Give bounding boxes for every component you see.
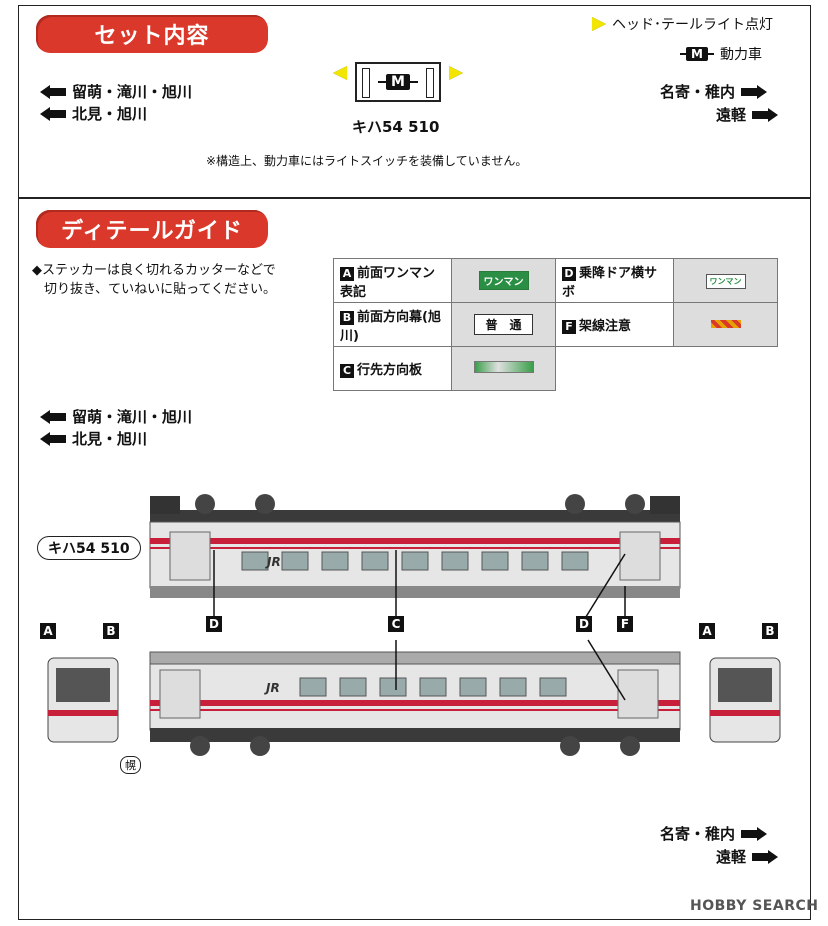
arrow-right-icon [752,107,779,122]
set-note: ※構造上、動力車にはライトスイッチを装備していません。 [206,154,528,168]
detail-guide-title: ディテールガイド [36,210,268,248]
guide-car-name: キハ54 510 [37,536,141,560]
light-triangle-icon [449,66,463,80]
legend-light-label: ヘッド･テールライト点灯 [612,17,773,33]
sticker-a-text: ワンマン [478,271,529,290]
motor-icon-letter: M [686,47,708,61]
sticker-b-text: 普 通 [474,314,533,335]
key-badge: B [340,310,354,325]
light-triangle-icon [333,66,347,80]
guide-dest-right-1: 名寄・稚内 [660,823,768,844]
dest-label: 名寄・稚内 [660,83,736,101]
set-contents-title: セット内容 [36,15,268,53]
caution-sticker [710,320,741,328]
sticker-a-image: ワンマン [451,258,556,303]
legend-motor-label: 動力車 [719,47,762,63]
dest-label: 遠軽 [716,848,747,866]
callout-a-left: A [40,623,56,639]
set-contents-section [18,5,811,198]
key-badge: A [340,266,354,281]
legend-motor: M 動力車 [680,44,762,64]
set-dest-right-1: 名寄・稚内 [660,81,768,102]
sticker-label: 前面方向幕(旭川) [340,309,441,344]
sticker-f-image [673,302,778,347]
callout-b-right: B [762,623,778,639]
front-view-right [709,657,781,743]
dest-label: 北見・旭川 [72,430,148,448]
dest-label: 遠軽 [716,106,747,124]
motor-icon: M [680,47,714,61]
set-dest-left-2: 北見・旭川 [40,103,147,124]
arrow-right-icon [752,849,779,864]
guide-instruction-2: 切り抜き、ていねいに貼ってください。 [44,282,277,297]
jr-logo-lower: JR [266,681,280,695]
upper-car [149,494,681,598]
arrow-left-icon [40,84,66,99]
empty-cell [674,347,778,391]
detail-guide-section [18,198,811,920]
arrow-right-icon [741,84,768,99]
guide-dest-left-1: 留萌・滝川・旭川 [40,406,192,427]
arrow-left-icon [40,431,66,446]
sticker-d-image: ワンマン [673,258,778,303]
callout-b-left: B [103,623,119,639]
guide-dest-left-2: 北見・旭川 [40,428,147,449]
legend-light: ヘッド･テールライト点灯 [592,14,773,34]
car-name: キハ54 510 [352,118,440,136]
arrow-left-icon [40,409,66,424]
car-diagram: M [333,60,463,110]
destination-board-sticker [473,360,534,373]
empty-cell [556,347,674,391]
callout-d-lower: D [576,616,592,632]
dest-label: 名寄・稚内 [660,825,736,843]
dest-label: 北見・旭川 [72,105,148,123]
light-triangle-icon [592,17,606,31]
sticker-d-text: ワンマン [705,273,746,289]
front-view-left [47,657,119,743]
sticker-label: 前面ワンマン表記 [340,265,436,300]
callout-a-right: A [699,623,715,639]
car-motor-letter: M [386,74,410,90]
guide-instruction-1: ◆ステッカーは良く切れるカッターなどで [32,263,276,278]
set-dest-left-1: 留萌・滝川・旭川 [40,81,192,102]
dest-label: 留萌・滝川・旭川 [72,83,193,101]
guide-dest-right-2: 遠軽 [716,846,779,867]
key-badge: C [340,364,354,378]
jr-logo-upper: JR [267,555,281,569]
key-badge: F [562,320,576,334]
sticker-label: 乗降ドア横サボ [562,265,658,300]
callout-d-upper: D [206,616,222,632]
set-dest-right-2: 遠軽 [716,104,779,125]
key-badge: D [562,266,576,281]
sticker-c-image [451,346,556,391]
arrow-left-icon [40,106,66,121]
dest-label: 留萌・滝川・旭川 [72,408,193,426]
callout-f: F [617,616,633,632]
sticker-b-image: 普 通 [451,302,556,347]
lower-car [149,651,681,756]
sticker-label: 行先方向板 [357,363,423,378]
watermark: HOBBY SEARCH [690,898,819,914]
arrow-right-icon [741,826,768,841]
train-illustration [47,494,781,756]
hood-badge: 幌 [120,756,141,774]
callout-c: C [388,616,404,632]
sticker-label: 架線注意 [579,319,632,334]
